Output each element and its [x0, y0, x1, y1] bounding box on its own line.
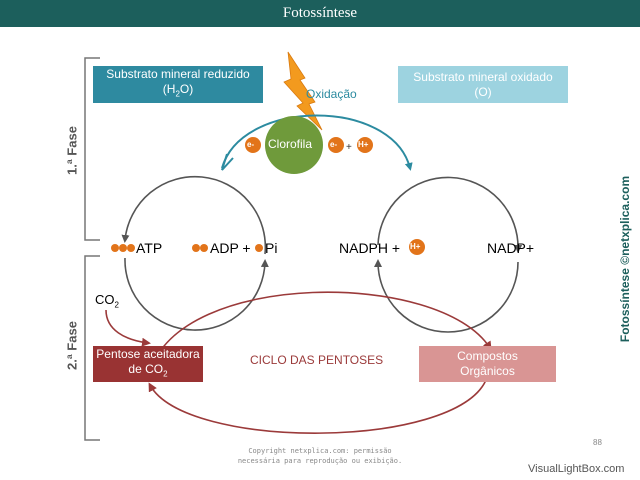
pi-label: Pi: [265, 240, 278, 256]
electron-label-left: e-: [247, 140, 255, 149]
plus-sign: +: [346, 142, 352, 153]
electron-badge-right: [328, 137, 344, 153]
page-number: 88: [593, 438, 602, 447]
pentose-cycle-lower: [148, 379, 487, 434]
copyright-notice: Copyright netxplica.com: permissão neces…: [200, 446, 440, 466]
reduced-substrate-box: Substrato mineral reduzido (H2O): [93, 66, 263, 103]
electron-label-right: e-: [330, 140, 338, 149]
electron-transfer-arrow: [221, 114, 413, 171]
lightning-icon: [283, 51, 323, 131]
nadph-cycle-arc-lower: [374, 259, 519, 333]
electron-transfer-arrow-left-head: [221, 153, 234, 171]
atp-cycle-arc-lower: [124, 257, 269, 331]
nadp-label: NADP+: [487, 240, 535, 256]
phosphate-dot: [119, 244, 127, 252]
pentose-cycle-label: CICLO DAS PENTOSES: [250, 353, 384, 367]
pentose-box: Pentose aceitadora de CO2: [93, 346, 203, 382]
organic-line2: Orgânicos: [460, 364, 515, 378]
phosphate-dot: [200, 244, 208, 252]
chlorophyll-circle: [265, 116, 323, 174]
phase1-bracket: [84, 57, 100, 241]
phosphate-dot: [111, 244, 119, 252]
organic-compounds-box: Compostos Orgânicos: [419, 346, 556, 382]
phosphate-dot: [192, 244, 200, 252]
proton-label-nadph: H+: [410, 242, 421, 251]
reduced-substrate-formula: (H2O): [162, 82, 194, 99]
co2-label: CO2: [95, 292, 119, 310]
reduced-substrate-line1: Substrato mineral reduzido: [106, 67, 250, 82]
pentose-cycle-upper: [149, 291, 492, 373]
co2-input-arrow: [105, 309, 151, 347]
electron-badge-left: [245, 137, 261, 153]
copyright-line1: Copyright netxplica.com: permissão: [248, 447, 392, 455]
oxidized-substrate-line1: Substrato mineral oxidado: [413, 69, 553, 84]
phase2-label: 2.ª Fase: [64, 321, 80, 370]
side-credit: Fotossíntese ©netxplica.com: [618, 175, 632, 343]
atp-label: ATP: [136, 240, 163, 256]
watermark: VisualLightBox.com: [528, 463, 625, 475]
phase1-label: 1.ª Fase: [64, 126, 80, 175]
proton-badge-nadph: [409, 239, 425, 255]
phosphate-dot: [255, 244, 263, 252]
adp-label: ADP +: [210, 240, 251, 256]
copyright-line2: necessária para reprodução ou exibição.: [237, 457, 403, 465]
title-bar: Fotossíntese: [0, 0, 640, 27]
page-title: Fotossíntese: [282, 5, 358, 21]
nadph-cycle-arc: [377, 176, 523, 253]
nadph-label: NADPH +: [339, 240, 401, 256]
oxidized-substrate-box: Substrato mineral oxidado (O): [398, 66, 568, 103]
oxidation-label: Oxidação: [306, 87, 357, 101]
pentose-line1: Pentose aceitadora: [96, 346, 200, 361]
phosphate-dot: [127, 244, 135, 252]
phase2-bracket: [84, 255, 100, 441]
pentose-line2: de CO2: [128, 361, 168, 379]
proton-label: H+: [358, 140, 369, 149]
organic-line1: Compostos: [457, 349, 518, 363]
proton-badge: [357, 137, 373, 153]
atp-cycle-arc: [121, 175, 267, 255]
oxidized-substrate-line2: (O): [474, 84, 492, 99]
chlorophyll-label: Clorofila: [268, 137, 313, 151]
